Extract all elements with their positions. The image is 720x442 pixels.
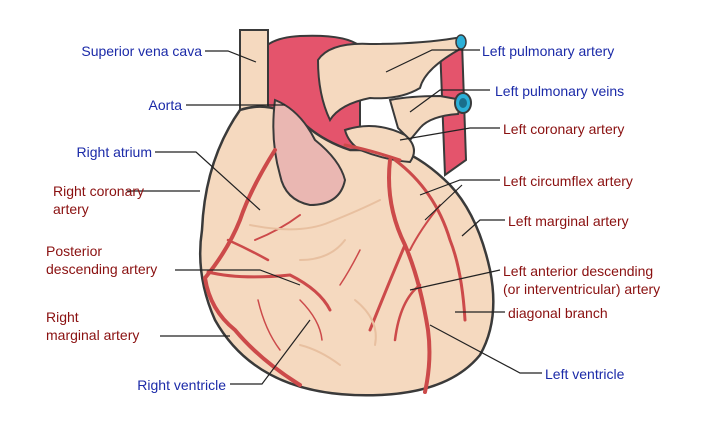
label-left-pulmonary-veins: Left pulmonary veins (495, 83, 625, 99)
left-pulmonary-artery-opening (455, 34, 467, 50)
left-coronary-path (343, 143, 402, 162)
label-diagonal-branch: diagonal branch (508, 305, 608, 321)
label-lad-line1: Left anterior descending (503, 263, 654, 279)
circumflex-path (393, 158, 467, 322)
label-left-circumflex-artery: Left circumflex artery (503, 173, 633, 189)
label-left-marginal-artery: Left marginal artery (508, 213, 629, 229)
label-posterior-descending-line1: Posterior (46, 243, 103, 259)
label-right-ventricle: Right ventricle (137, 377, 226, 393)
lad-path (387, 158, 432, 394)
label-right-coronary-artery: Right coronary artery (53, 182, 144, 218)
label-right-marginal-line1: Right (46, 309, 79, 325)
leader-lines (127, 49, 542, 385)
left-pulmonary-artery-shape (316, 36, 464, 123)
label-left-coronary-artery: Left coronary artery (503, 121, 625, 137)
coronary-arteries (202, 143, 467, 394)
label-lad-line2: (or interventricular) artery (503, 281, 661, 297)
label-right-coronary-artery-line2: artery (53, 201, 89, 217)
lad-small-2 (299, 299, 323, 341)
right-atrium-shape (272, 98, 347, 207)
diagonal-branch-path (368, 243, 407, 332)
label-left-ventricle: Left ventricle (545, 366, 625, 382)
cardiac-veins (249, 199, 381, 366)
label-aorta: Aorta (148, 97, 182, 113)
label-right-atrium: Right atrium (76, 144, 152, 160)
superior-vena-cava-shape (239, 29, 269, 111)
left-pulmonary-veins-shape (388, 94, 464, 142)
label-right-marginal-artery: Right marginal artery (46, 308, 139, 344)
label-superior-vena-cava: Superior vena cava (81, 43, 202, 59)
right-marginal-path (226, 238, 270, 262)
label-left-anterior-descending-artery: Left anterior descending (or interventri… (503, 262, 660, 298)
posterior-descending-path (206, 270, 332, 312)
label-posterior-descending-line2: descending artery (46, 261, 158, 277)
right-coronary-artery-path (202, 148, 302, 387)
lad-small-1 (339, 249, 361, 286)
rv-small (257, 299, 281, 351)
label-right-coronary-artery-line1: Right coronary (53, 183, 145, 199)
label-right-marginal-line2: marginal artery (46, 327, 140, 343)
heart-body (198, 105, 495, 397)
label-posterior-descending-artery: Posterior descending artery (46, 242, 157, 278)
left-atrial-appendage (343, 125, 415, 164)
diagonal-branch-2 (393, 283, 422, 342)
label-left-pulmonary-artery: Left pulmonary artery (482, 43, 615, 59)
